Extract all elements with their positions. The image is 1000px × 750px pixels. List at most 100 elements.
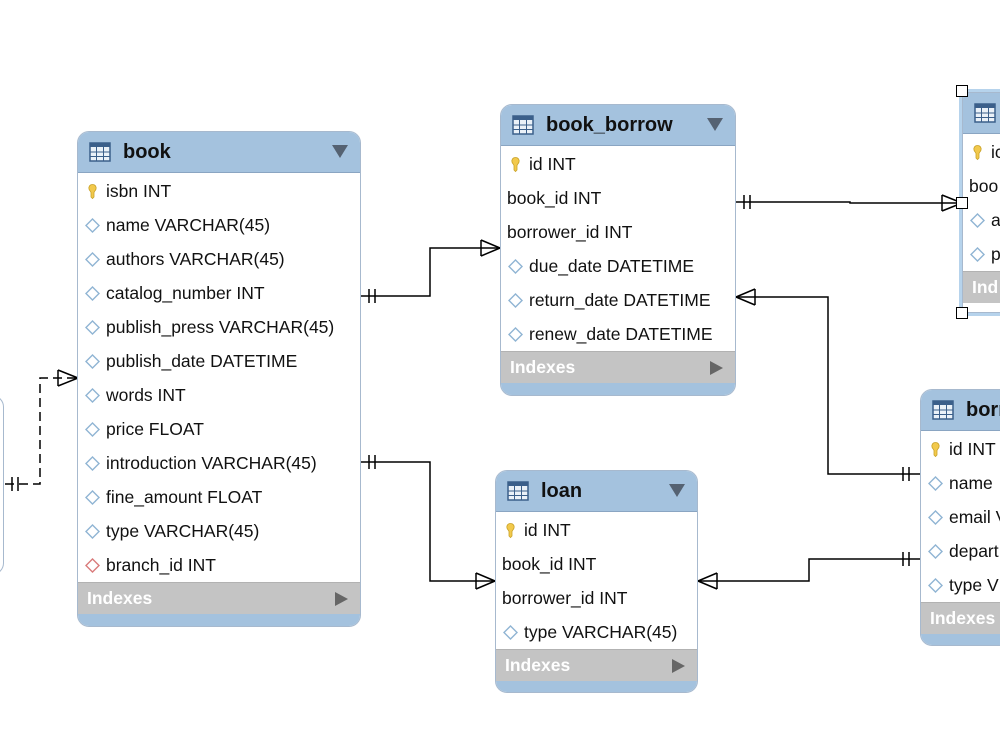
- table-selected[interactable]: icboo ap Ind: [959, 89, 1000, 316]
- table-column-row[interactable]: boo: [963, 169, 1000, 203]
- column-label: words INT: [106, 384, 186, 405]
- collapse-arrow-icon[interactable]: [332, 145, 348, 158]
- table-column-row[interactable]: branch_id INT: [78, 548, 360, 582]
- table-column-row[interactable]: publish_date DATETIME: [78, 344, 360, 378]
- table-left-partial[interactable]: [0, 395, 4, 575]
- column-diamond-icon: [85, 523, 100, 539]
- table-column-row[interactable]: price FLOAT: [78, 412, 360, 446]
- indexes-label: Indexes: [505, 655, 571, 675]
- table-loan-header[interactable]: loan: [496, 471, 697, 512]
- column-label: due_date DATETIME: [529, 255, 695, 276]
- table-book-borrow[interactable]: book_borrow id INT book_id INT borrower_id…: [500, 104, 736, 396]
- table-column-row[interactable]: due_date DATETIME: [501, 249, 735, 283]
- column-label: publish_press VARCHAR(45): [106, 316, 335, 337]
- column-diamond-icon: [508, 292, 523, 308]
- column-label: id INT: [524, 519, 571, 540]
- expand-arrow-icon[interactable]: [672, 659, 685, 673]
- table-column-row[interactable]: ic: [963, 135, 1000, 169]
- primary-key-icon: [506, 522, 515, 538]
- table-column-row[interactable]: email V: [921, 500, 1000, 534]
- column-label: introduction VARCHAR(45): [106, 452, 317, 473]
- foreign-key-diamond-icon: [85, 557, 100, 573]
- collapse-arrow-icon[interactable]: [707, 118, 723, 131]
- table-footer: [78, 614, 360, 626]
- relationship-book-borrow-borrower: [735, 288, 920, 481]
- column-label: return_date DATETIME: [529, 289, 711, 310]
- relationship-book-loan: [361, 455, 496, 590]
- table-column-row[interactable]: publish_press VARCHAR(45): [78, 310, 360, 344]
- column-label: branch_id INT: [106, 554, 216, 575]
- table-column-row[interactable]: id INT: [501, 147, 735, 181]
- table-borrower-indexes[interactable]: Indexes: [921, 602, 1000, 634]
- column-label: borrower_id INT: [502, 587, 628, 608]
- selection-handle-bottom-left[interactable]: [956, 307, 968, 319]
- collapse-arrow-icon[interactable]: [669, 484, 685, 497]
- primary-key-icon: [511, 156, 520, 172]
- column-label: a: [991, 209, 1000, 230]
- column-diamond-icon: [928, 475, 943, 491]
- table-column-row[interactable]: authors VARCHAR(45): [78, 242, 360, 276]
- table-column-row[interactable]: book_id INT: [496, 547, 697, 581]
- selection-handle-middle-left[interactable]: [956, 197, 968, 209]
- table-footer: [496, 681, 697, 692]
- column-label: book_id INT: [502, 553, 597, 574]
- table-book-header[interactable]: book: [78, 132, 360, 173]
- expand-arrow-icon[interactable]: [710, 361, 723, 375]
- table-column-row[interactable]: catalog_number INT: [78, 276, 360, 310]
- table-loan-title: loan: [541, 479, 583, 502]
- table-column-row[interactable]: type VARCHAR(45): [496, 615, 697, 649]
- table-book-borrow-header[interactable]: book_borrow: [501, 105, 735, 146]
- table-book-borrow-indexes[interactable]: Indexes: [501, 351, 735, 383]
- expand-arrow-icon[interactable]: [335, 592, 348, 606]
- table-column-row[interactable]: p: [963, 237, 1000, 271]
- column-diamond-icon: [508, 326, 523, 342]
- column-label: borrower_id INT: [507, 221, 633, 242]
- column-diamond-icon: [85, 353, 100, 369]
- table-column-row[interactable]: introduction VARCHAR(45): [78, 446, 360, 480]
- column-label: book_id INT: [507, 187, 602, 208]
- table-column-row[interactable]: id INT: [921, 432, 1000, 466]
- relationship-book-book-borrow: [361, 239, 501, 303]
- indexes-label: Indexes: [510, 357, 576, 377]
- column-label: fine_amount FLOAT: [106, 486, 263, 507]
- table-column-row[interactable]: words INT: [78, 378, 360, 412]
- column-diamond-icon: [928, 543, 943, 559]
- primary-key-icon: [88, 183, 97, 199]
- table-loan[interactable]: loan id INT book_id INT borrower_id INT typ…: [495, 470, 698, 693]
- table-icon: [512, 115, 534, 135]
- table-column-row[interactable]: borrower_id INT: [496, 581, 697, 615]
- indexes-label: Indexes: [87, 588, 153, 608]
- table-borrower-header[interactable]: borr: [921, 390, 1000, 431]
- table-column-row[interactable]: book_id INT: [501, 181, 735, 215]
- table-loan-indexes[interactable]: Indexes: [496, 649, 697, 681]
- table-column-row[interactable]: type VARCHAR(45): [78, 514, 360, 548]
- table-column-row[interactable]: name: [921, 466, 1000, 500]
- table-book-title: book: [123, 140, 171, 163]
- column-label: name: [949, 472, 993, 493]
- table-book-indexes[interactable]: Indexes: [78, 582, 360, 614]
- table-column-row[interactable]: fine_amount FLOAT: [78, 480, 360, 514]
- table-selected-indexes[interactable]: Ind: [963, 271, 1000, 303]
- table-column-row[interactable]: type V: [921, 568, 1000, 602]
- table-column-row[interactable]: a: [963, 203, 1000, 237]
- table-column-row[interactable]: id INT: [496, 513, 697, 547]
- table-selected-header[interactable]: [963, 93, 1000, 134]
- table-loan-columns: id INT book_id INT borrower_id INT type VAR…: [496, 512, 697, 649]
- selection-handle-top-left[interactable]: [956, 85, 968, 97]
- table-column-row[interactable]: isbn INT: [78, 174, 360, 208]
- column-label: catalog_number INT: [106, 282, 265, 303]
- column-label: renew_date DATETIME: [529, 323, 713, 344]
- table-column-row[interactable]: depart: [921, 534, 1000, 568]
- table-column-row[interactable]: name VARCHAR(45): [78, 208, 360, 242]
- table-column-row[interactable]: return_date DATETIME: [501, 283, 735, 317]
- table-borrower-title: borr: [966, 398, 1000, 421]
- column-diamond-icon: [970, 212, 985, 228]
- table-column-row[interactable]: renew_date DATETIME: [501, 317, 735, 351]
- table-borrower[interactable]: borr id INT name email Vdeparttype V Index…: [920, 389, 1000, 646]
- relationship-loan-borrower: [697, 552, 920, 590]
- table-icon: [507, 481, 529, 501]
- table-column-row[interactable]: borrower_id INT: [501, 215, 735, 249]
